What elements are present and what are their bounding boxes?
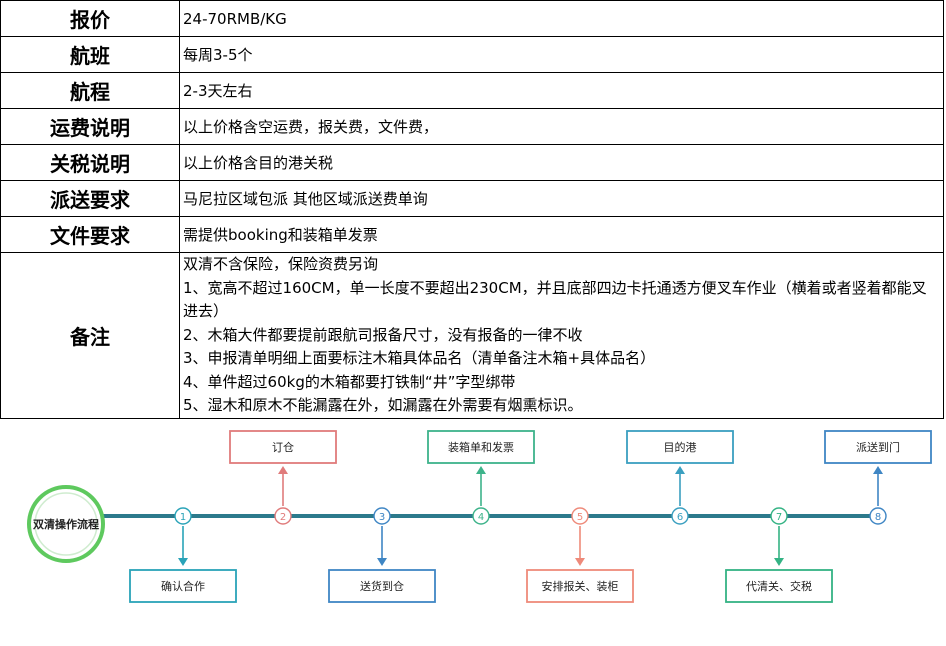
- step-box: [626, 430, 734, 464]
- row-label: 航班: [0, 36, 180, 73]
- step-number-circle: [571, 507, 589, 525]
- row-value: 24-70RMB/KG: [179, 0, 944, 37]
- step-number-circle: [274, 507, 292, 525]
- row-label: 航程: [0, 72, 180, 109]
- table-row: 报价 24-70RMB/KG: [0, 0, 944, 37]
- step-box: [725, 569, 833, 603]
- step-number: 8: [875, 512, 881, 523]
- arrow-head-icon: [774, 558, 784, 566]
- arrow-head-icon: [675, 466, 685, 474]
- step-box: [824, 430, 932, 464]
- step-number-circle: [373, 507, 391, 525]
- info-table: 报价 24-70RMB/KG 航班 每周3-5个 航程 2-3天左右 运费说明 …: [0, 0, 944, 419]
- step-box: [229, 430, 337, 464]
- arrow-head-icon: [377, 558, 387, 566]
- note-line: 双清不含保险，保险资费另询: [183, 255, 379, 273]
- row-label: 关税说明: [0, 144, 180, 181]
- row-value: 以上价格含空运费，报关费，文件费，: [179, 108, 944, 145]
- start-circle-inner: [34, 492, 98, 556]
- notes-row: 备注 双清不含保险，保险资费另询 1、宽高不超过160CM，单一长度不要超出23…: [0, 252, 944, 419]
- step-box: [526, 569, 634, 603]
- step-number-circle: [770, 507, 788, 525]
- step-number: 5: [577, 512, 583, 523]
- step-label: 装箱单和发票: [448, 440, 514, 454]
- note-line: 4、单件超过60kg的木箱都要打铁制“井”字型绑带: [183, 372, 516, 391]
- arrow-head-icon: [873, 466, 883, 474]
- step-box: [328, 569, 436, 603]
- step-label: 派送到门: [856, 440, 900, 454]
- notes-label: 备注: [0, 252, 180, 419]
- arrow-head-icon: [178, 558, 188, 566]
- table-row: 航班 每周3-5个: [0, 36, 944, 73]
- note-line: 1、宽高不超过160CM，单一长度不要超出230CM，并且底部四边卡托通透方便叉…: [183, 278, 927, 321]
- table-row: 派送要求 马尼拉区域包派 其他区域派送费单询: [0, 180, 944, 217]
- table-row: 文件要求 需提供booking和装箱单发票: [0, 216, 944, 253]
- table-row: 运费说明 以上价格含空运费，报关费，文件费，: [0, 108, 944, 145]
- step-number: 4: [478, 512, 484, 523]
- notes-content: 双清不含保险，保险资费另询 1、宽高不超过160CM，单一长度不要超出230CM…: [179, 252, 944, 419]
- row-label: 文件要求: [0, 216, 180, 253]
- step-label: 订仓: [272, 440, 294, 454]
- step-box: [427, 430, 535, 464]
- table-row: 航程 2-3天左右: [0, 72, 944, 109]
- arrow-head-icon: [476, 466, 486, 474]
- step-label: 目的港: [664, 440, 697, 454]
- step-number: 2: [280, 512, 286, 523]
- step-number-circle: [472, 507, 490, 525]
- step-label: 送货到仓: [360, 579, 404, 593]
- note-line: 3、申报清单明细上面要标注木箱具体品名（清单备注木箱+具体品名）: [183, 349, 656, 367]
- table-row: 关税说明 以上价格含目的港关税: [0, 144, 944, 181]
- step-label: 安排报关、装柜: [542, 579, 619, 593]
- step-number-circle: [869, 507, 887, 525]
- row-label: 派送要求: [0, 180, 180, 217]
- start-label: 双清操作流程: [33, 517, 99, 531]
- row-label: 运费说明: [0, 108, 180, 145]
- step-number: 3: [379, 512, 385, 523]
- row-value: 以上价格含目的港关税: [179, 144, 944, 181]
- row-label: 报价: [0, 0, 180, 37]
- note-line: 5、湿木和原木不能漏露在外，如漏露在外需要有烟熏标识。: [183, 396, 583, 414]
- row-value: 需提供booking和装箱单发票: [179, 216, 944, 253]
- step-label: 确认合作: [161, 579, 205, 593]
- step-box: [129, 569, 237, 603]
- note-line: 2、木箱大件都要提前跟航司报备尺寸，没有报备的一律不收: [183, 325, 583, 344]
- step-number-circle: [174, 507, 192, 525]
- step-number: 7: [776, 512, 782, 523]
- step-label: 代清关、交税: [746, 579, 812, 593]
- step-number: 1: [180, 512, 186, 523]
- step-number-circle: [671, 507, 689, 525]
- arrow-head-icon: [575, 558, 585, 566]
- row-value: 马尼拉区域包派 其他区域派送费单询: [179, 180, 944, 217]
- row-value: 2-3天左右: [179, 72, 944, 109]
- step-number: 6: [677, 512, 683, 523]
- arrow-head-icon: [278, 466, 288, 474]
- row-value: 每周3-5个: [179, 36, 944, 73]
